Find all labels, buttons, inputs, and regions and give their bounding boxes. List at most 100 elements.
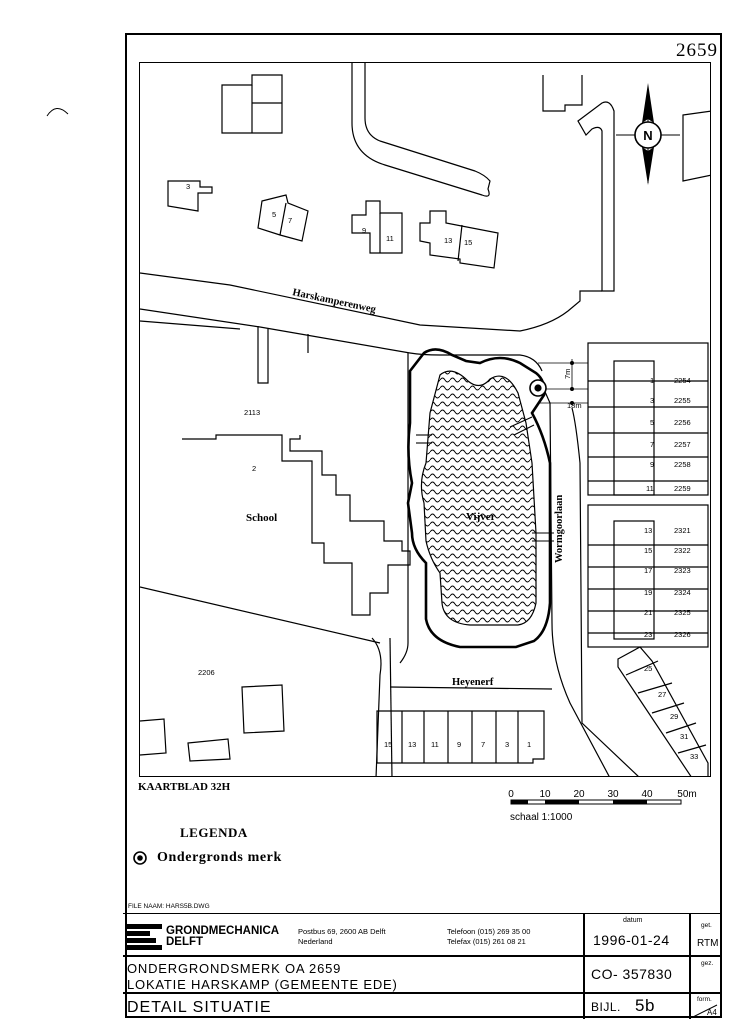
drawing-title: DETAIL SITUATIE: [127, 999, 272, 1016]
dim-18m: 18m: [567, 401, 582, 410]
phone: Telefoon (015) 269 35 00: [447, 927, 531, 936]
diag-number: 31: [680, 732, 688, 741]
get-label: get.: [701, 922, 712, 929]
road-loop: [351, 63, 491, 197]
legend-item: Ondergronds merk: [133, 850, 282, 866]
bottom-number: 3: [505, 740, 509, 749]
co-number: CO- 357830: [591, 966, 673, 982]
form-value: A4: [707, 1008, 717, 1017]
row-b-parcel: 2321: [674, 526, 691, 535]
gez-label: gez.: [701, 960, 714, 967]
row-b-parcel: 2324: [674, 588, 691, 597]
parcel-2206: 2206: [198, 668, 215, 677]
row-a-number: 3: [650, 396, 654, 405]
form-slash: [692, 1004, 718, 1018]
pond-water: [420, 370, 537, 626]
bijl-value: 5b: [635, 996, 655, 1015]
row-b-number: 17: [644, 566, 652, 575]
house-number: 9: [362, 226, 366, 235]
street-heyenerf: Heyenerf: [452, 677, 494, 688]
scale-tick: 10: [539, 789, 551, 800]
scale-tick: 50m: [677, 789, 696, 800]
diag-number: 27: [658, 690, 666, 699]
bottom-number: 15: [384, 740, 392, 749]
row-a-parcel: 2259: [674, 484, 691, 493]
company-logo-block: GRONDMECHANICA DELFT: [126, 924, 279, 950]
scale-tick: 30: [607, 789, 619, 800]
map-labels: N Harskamperenweg Wormgoorlaan Heyenerf …: [186, 128, 698, 761]
north-arrow: [616, 83, 680, 185]
house-number: 3: [186, 182, 190, 191]
legend-title: LEGENDA: [180, 825, 248, 840]
house-number: 13: [444, 236, 452, 245]
building-far-right: [682, 110, 710, 182]
get-value: RTM: [697, 938, 719, 949]
address-block: Postbus 69, 2600 AB Delft Nederland: [298, 927, 386, 947]
row-a-number: 11: [646, 484, 654, 493]
pond-label: Vijver: [466, 511, 496, 523]
datum-value: 1996-01-24: [593, 932, 670, 948]
row-b-number: 13: [644, 526, 652, 535]
house-5-7: [257, 194, 309, 242]
house-number: 5: [272, 210, 276, 219]
file-name: FILE NAAM: HARS5B.DWG: [128, 903, 210, 910]
project-line2: LOKATIE HARSKAMP (GEMEENTE EDE): [127, 977, 398, 992]
diag-number: 29: [670, 712, 678, 721]
form-label: form.: [697, 996, 712, 1003]
survey-mark-icon: [133, 851, 147, 865]
bottom-number: 11: [431, 740, 439, 749]
grondmechanica-logo-icon: [126, 924, 162, 950]
house-number: 11: [386, 234, 394, 243]
company-name-line1: GRONDMECHANICA: [166, 925, 280, 937]
road-harskamperenweg-south-edge: [140, 308, 543, 372]
parcel-2113: 2113: [244, 408, 260, 417]
row-b-parcel: 2323: [674, 566, 691, 575]
scale-bar: 0 10 20 30 40 50m: [508, 789, 697, 805]
contact-block: Telefoon (015) 269 35 00 Telefax (015) 2…: [447, 927, 530, 947]
scale-tick: 40: [641, 789, 653, 800]
street-wormgoorlaan: Wormgoorlaan: [554, 495, 565, 563]
bottom-number: 9: [457, 740, 461, 749]
survey-mark-symbol: [529, 379, 547, 397]
sheet-number: 2659: [676, 40, 718, 61]
address-line2: Nederland: [298, 937, 333, 946]
diag-number: 25: [644, 664, 652, 673]
building-top-right: [542, 75, 583, 112]
bottom-number: 13: [408, 740, 416, 749]
street-harskamperenweg: Harskamperenweg: [291, 287, 377, 316]
house-3: [167, 180, 213, 212]
row-a-number: 7: [650, 440, 654, 449]
row-a-parcel: 2257: [674, 440, 691, 449]
row-a-number: 9: [650, 460, 654, 469]
row-b-parcel: 2326: [674, 630, 691, 639]
row-b-number: 23: [644, 630, 652, 639]
site-map: N Harskamperenweg Wormgoorlaan Heyenerf …: [139, 62, 711, 777]
scale-label: schaal 1:1000: [510, 812, 573, 823]
school-building: [182, 434, 411, 616]
row-b-parcel: 2322: [674, 546, 691, 555]
house-number: 7: [288, 216, 292, 225]
project-line1: ONDERGRONDSMERK OA 2659: [127, 961, 342, 976]
row-a-number: 5: [650, 418, 654, 427]
houses-diagonal: [617, 646, 709, 776]
road-harskamperenweg-north-edge: [140, 272, 602, 332]
building-lower-left: [241, 684, 285, 734]
diag-number: 33: [690, 752, 698, 761]
dim-7m: 7m: [563, 369, 572, 379]
bottom-number: 7: [481, 740, 485, 749]
row-b-parcel: 2325: [674, 608, 691, 617]
diag-labels: 25 27 29 31 33: [644, 664, 698, 761]
fax: Telefax (015) 261 08 21: [447, 937, 526, 946]
site-map-drawing: [140, 63, 710, 776]
legend-item-label: Ondergronds merk: [157, 850, 282, 865]
school-number: 2: [252, 464, 256, 473]
scale-tick: 20: [573, 789, 585, 800]
row-a-parcel: 2254: [674, 376, 691, 385]
row-a-labels: 1 2254 3 2255 5 2256 7 2257 9 2258 11 22…: [646, 376, 691, 493]
north-label: N: [643, 128, 652, 143]
school-label: School: [246, 512, 277, 524]
row-a-parcel: 2255: [674, 396, 691, 405]
datum-label: datum: [623, 917, 643, 924]
houses-right-row-b: [587, 504, 709, 648]
title-block: GRONDMECHANICA DELFT Postbus 69, 2600 AB…: [123, 913, 722, 1019]
